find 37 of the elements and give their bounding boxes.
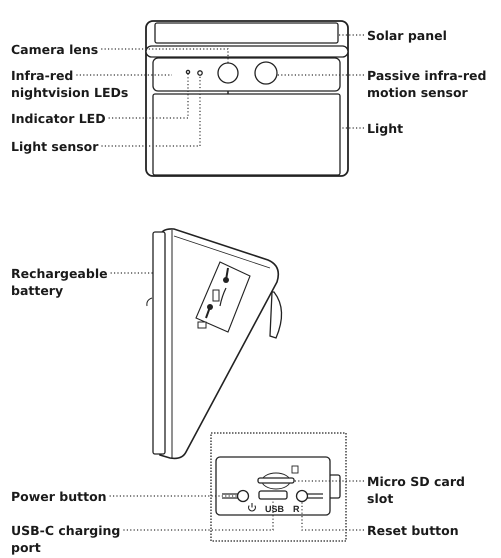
leader-line bbox=[301, 502, 364, 531]
callout-label: Micro SD card slot bbox=[367, 472, 475, 506]
callout-label: Infra-red nightvision LEDs bbox=[11, 66, 133, 100]
power-button bbox=[236, 490, 250, 502]
leader-line bbox=[294, 480, 364, 482]
leader-line bbox=[101, 76, 201, 147]
callout-label: Rechargeable battery bbox=[11, 264, 111, 298]
leader-line bbox=[123, 500, 274, 531]
leader-line bbox=[101, 48, 229, 62]
light-panel bbox=[152, 93, 341, 176]
camera-lens bbox=[217, 62, 239, 84]
solar-panel bbox=[154, 22, 339, 44]
indicator-led bbox=[186, 70, 190, 74]
leader-line bbox=[338, 34, 364, 36]
callout-label: Light sensor bbox=[11, 138, 98, 154]
callout-label: Passive infra-red motion sensor bbox=[367, 66, 495, 100]
port-label: R bbox=[293, 504, 300, 514]
callout-label: Solar panel bbox=[367, 26, 447, 44]
sd-card-slot bbox=[257, 477, 295, 484]
leader-line bbox=[110, 495, 237, 497]
leader-line bbox=[340, 127, 364, 129]
leader-line bbox=[277, 74, 364, 76]
motion-sensor bbox=[254, 61, 278, 85]
battery bbox=[152, 231, 166, 455]
callout-label: Light bbox=[367, 120, 404, 136]
usb-port bbox=[258, 490, 288, 500]
leader-line bbox=[76, 74, 172, 76]
callout-label: Reset button bbox=[367, 522, 459, 538]
light-sensor bbox=[197, 70, 203, 76]
port-label: USB bbox=[265, 504, 284, 514]
callout-label: Power button bbox=[11, 488, 107, 504]
leader-line bbox=[108, 74, 189, 119]
callout-label: Camera lens bbox=[11, 40, 98, 58]
callout-label: Indicator LED bbox=[11, 110, 106, 126]
leader-line bbox=[110, 272, 152, 274]
reset-button bbox=[296, 490, 308, 502]
callout-label: USB-C charging port bbox=[11, 522, 135, 556]
